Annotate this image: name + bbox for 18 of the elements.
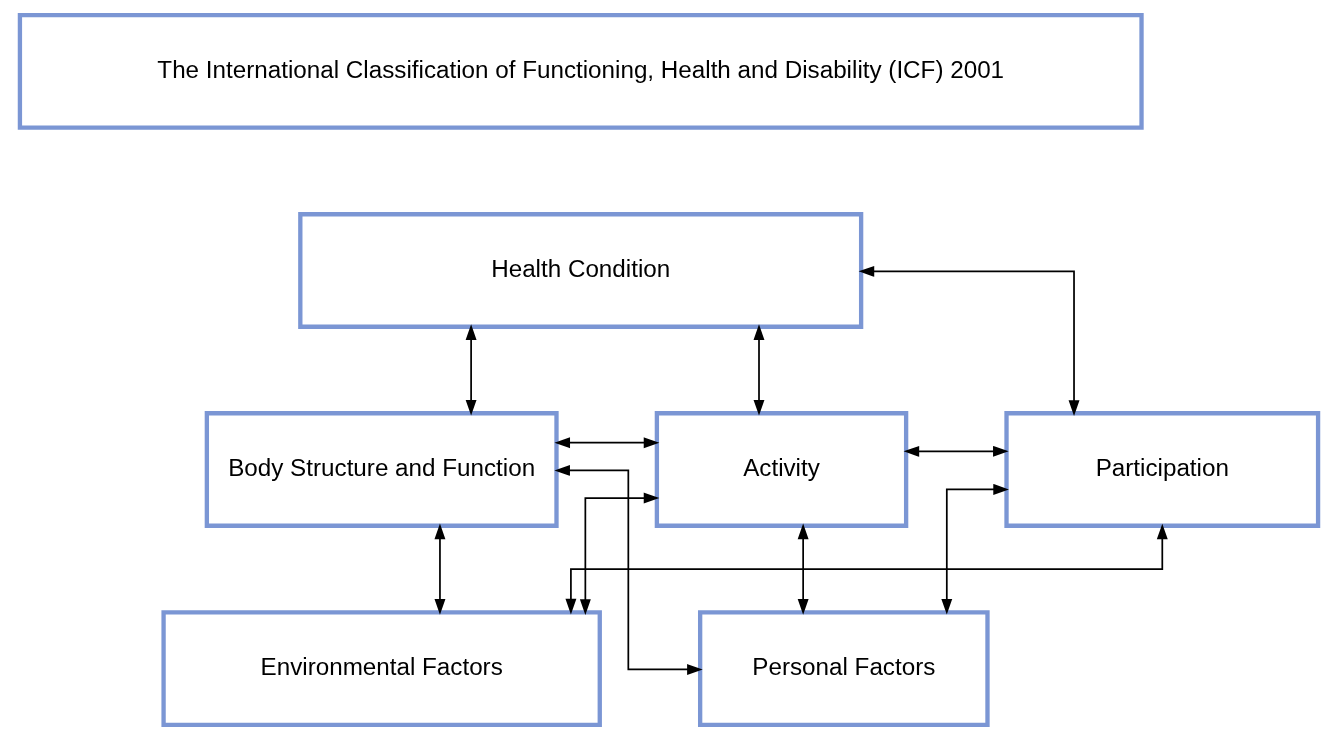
arrow [553, 437, 659, 449]
arrow [553, 464, 703, 675]
node-box: Health Condition [297, 212, 863, 329]
node-box: Personal Factors [697, 610, 990, 727]
arrow [940, 483, 1009, 615]
node-box: Activity [654, 411, 908, 528]
node-box: Environmental Factors [160, 610, 602, 727]
arrow [579, 492, 659, 615]
node-box: The International Classification of Functioning, Health and Disability (ICF) 2001 [17, 13, 1144, 130]
arrow [465, 324, 477, 416]
arrow [797, 523, 809, 615]
arrow [434, 523, 445, 615]
arrow [858, 265, 1079, 416]
arrow [564, 523, 1168, 615]
arrow [903, 445, 1009, 457]
node-box: Body Structure and Function [204, 411, 559, 528]
arrow [753, 324, 764, 416]
node-box: Participation [1003, 411, 1320, 528]
